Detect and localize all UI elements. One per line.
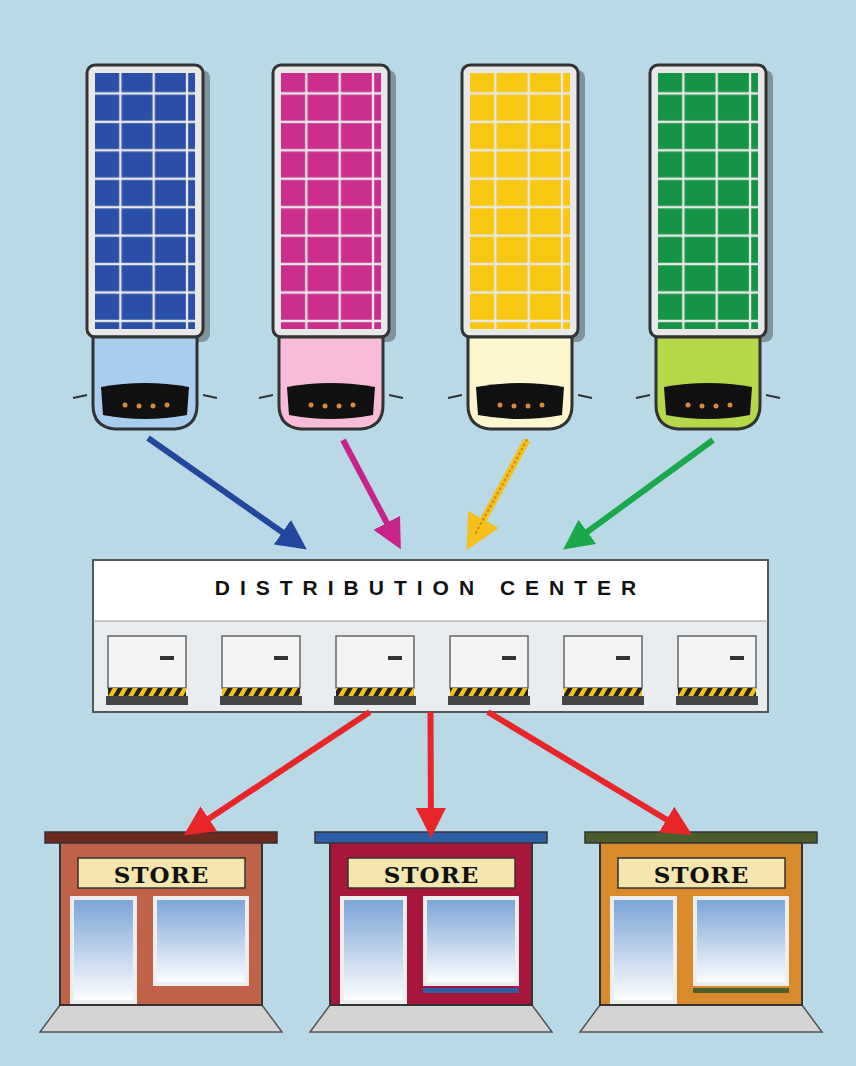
store-building xyxy=(580,832,822,1032)
flow-arrow xyxy=(428,712,435,832)
flow-arrow xyxy=(488,712,687,832)
distribution-center-box: DISTRIBUTION CENTER xyxy=(93,560,768,712)
store-sign xyxy=(78,858,245,888)
store-sign-label: STORE xyxy=(78,861,245,888)
truck-trailer xyxy=(87,65,203,337)
truck-lights xyxy=(309,403,356,409)
store-roof xyxy=(585,832,817,843)
window-sill xyxy=(693,988,789,993)
truck-trailer xyxy=(462,65,578,337)
building-wall xyxy=(93,560,768,712)
building-label: DISTRIBUTION CENTER xyxy=(93,576,768,600)
truck-arrow-dots xyxy=(474,440,527,536)
truck-cab xyxy=(656,337,760,429)
store-box: STORE xyxy=(585,832,817,1032)
truck-mirror xyxy=(389,395,403,398)
blue-truck xyxy=(73,65,217,429)
store-door xyxy=(342,898,405,1002)
store-facade xyxy=(60,842,262,1005)
truck-shadow xyxy=(94,70,210,342)
yellow-truck xyxy=(448,65,592,429)
distribution-center-building xyxy=(93,560,768,712)
store-sign-label: STORE xyxy=(348,861,515,888)
truck-shadow xyxy=(469,70,585,342)
truck-windshield xyxy=(101,383,189,419)
building-sign-band xyxy=(94,561,767,621)
truck-lights xyxy=(123,403,170,409)
truck-mirror xyxy=(578,395,592,398)
truck-mirror xyxy=(766,395,780,398)
trailer-cargo-grid xyxy=(95,73,195,329)
truck-shadow xyxy=(280,70,396,342)
trailer-cargo-grid xyxy=(281,73,381,329)
store-door xyxy=(72,898,135,1002)
flow-arrow xyxy=(189,712,370,832)
truck-lights xyxy=(686,403,733,409)
truck-arrow xyxy=(568,440,713,546)
store-sign xyxy=(348,858,515,888)
sidewalk xyxy=(40,1005,282,1032)
store-facade xyxy=(330,842,532,1005)
store-building xyxy=(40,832,282,1032)
store-facade xyxy=(600,842,802,1005)
truck-mirror xyxy=(448,395,462,398)
truck-lights xyxy=(498,403,545,409)
sidewalk xyxy=(580,1005,822,1032)
truck-arrow xyxy=(343,440,398,544)
truck-windshield xyxy=(287,383,375,419)
truck-mirror xyxy=(73,395,87,398)
window-sill xyxy=(423,988,519,993)
store-window xyxy=(695,898,787,984)
sidewalk xyxy=(310,1005,552,1032)
truck-mirror xyxy=(636,395,650,398)
store-sign-label: STORE xyxy=(618,861,785,888)
green-truck xyxy=(636,65,780,429)
truck-shadow xyxy=(657,70,773,342)
store-roof xyxy=(45,832,277,843)
trailer-cargo-grid xyxy=(658,73,758,329)
truck-cab xyxy=(93,337,197,429)
store-door xyxy=(612,898,675,1002)
building-line xyxy=(93,621,768,622)
truck-trailer xyxy=(273,65,389,337)
store-box: STORE xyxy=(315,832,547,1032)
truck-arrow xyxy=(148,438,302,546)
magenta-truck xyxy=(259,65,403,429)
truck-mirror xyxy=(259,395,273,398)
loading-docks xyxy=(106,636,758,705)
truck-cab xyxy=(279,337,383,429)
trailer-cargo-grid xyxy=(470,73,570,329)
truck-windshield xyxy=(476,383,564,419)
store-window xyxy=(425,898,517,984)
truck-windshield xyxy=(664,383,752,419)
truck-arrow xyxy=(470,440,527,544)
store-box: STORE xyxy=(45,832,277,1032)
truck-cab xyxy=(468,337,572,429)
truck-mirror xyxy=(203,395,217,398)
store-window xyxy=(155,898,247,984)
truck-trailer xyxy=(650,65,766,337)
store-building xyxy=(310,832,552,1032)
store-roof xyxy=(315,832,547,843)
store-sign xyxy=(618,858,785,888)
